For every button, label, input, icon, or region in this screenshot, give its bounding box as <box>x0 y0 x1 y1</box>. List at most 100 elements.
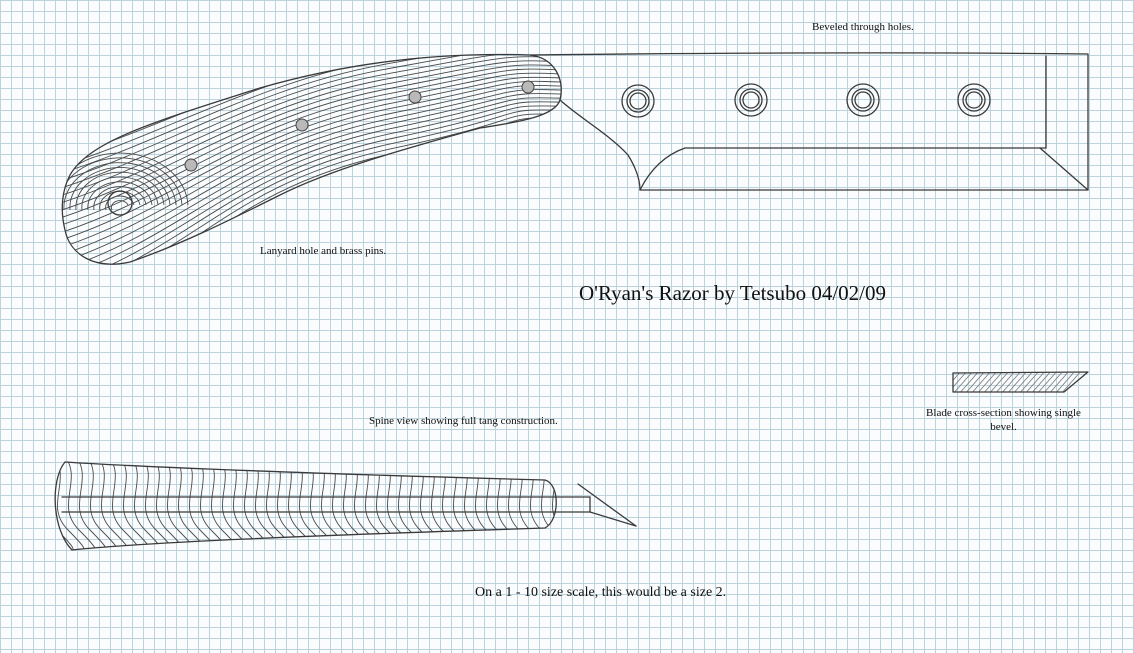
grain-line <box>316 462 349 550</box>
grain-line <box>953 373 969 392</box>
grain-line <box>1059 373 1083 392</box>
grain-line <box>66 101 562 265</box>
grain-line <box>636 455 667 560</box>
grain-line <box>547 462 557 550</box>
grain-line <box>81 176 159 211</box>
grain-line <box>75 171 165 211</box>
grain-line <box>987 373 1011 392</box>
lanyard-annotation: Lanyard hole and brass pins. <box>260 245 387 257</box>
grain-line <box>592 455 623 560</box>
grain-line <box>1005 373 1029 392</box>
grain-line <box>62 152 189 211</box>
through-hole-4-icon <box>957 83 991 117</box>
grain-line <box>559 455 590 560</box>
grain-line <box>62 54 562 193</box>
grain-line <box>79 137 562 265</box>
grain-line <box>96 462 129 550</box>
grain-line <box>272 462 305 550</box>
grain-line <box>162 462 195 550</box>
grain-line <box>993 373 1017 392</box>
grain-line <box>963 373 987 392</box>
grain-line <box>969 373 993 392</box>
grain-line <box>570 455 601 560</box>
grain-line <box>129 462 162 550</box>
blade-side-view <box>529 52 1089 191</box>
grain-line <box>173 462 206 550</box>
grain-line <box>55 462 85 550</box>
grain-line <box>1029 373 1053 392</box>
drawing-title: O'Ryan's Razor by Tetsubo 04/02/09 <box>579 281 887 305</box>
grain-line <box>85 462 118 550</box>
grain-line <box>1017 373 1041 392</box>
brass-pin-3-icon <box>408 90 422 104</box>
grain-line <box>107 462 140 550</box>
grain-line <box>294 462 327 550</box>
grain-line <box>981 373 1005 392</box>
grain-line <box>69 166 171 211</box>
grain-line <box>1096 370 1118 395</box>
grain-line <box>74 462 107 550</box>
grain-line <box>1047 373 1071 392</box>
brass-pins <box>184 80 535 172</box>
grain-line <box>63 93 562 265</box>
grain-line <box>62 54 562 165</box>
grain-line <box>239 462 272 550</box>
beveled-through-holes <box>621 83 991 118</box>
grain-line <box>62 60 562 214</box>
grain-line <box>1083 373 1085 392</box>
brass-pin-4-icon <box>521 80 535 94</box>
handle-wood-grain <box>62 54 562 265</box>
grain-line <box>62 76 562 242</box>
grain-line <box>1090 370 1112 395</box>
grain-line <box>62 64 562 221</box>
grain-line <box>111 200 129 211</box>
grain-line <box>217 462 250 550</box>
grain-line <box>261 462 294 550</box>
grain-line <box>62 72 562 235</box>
grain-line <box>67 105 562 265</box>
grain-line <box>93 186 147 211</box>
grain-line <box>73 121 562 265</box>
grain-line <box>62 54 562 200</box>
grain-line <box>62 54 562 186</box>
grain-line <box>74 125 562 265</box>
size-scale-note: On a 1 - 10 size scale, this would be a … <box>475 585 727 600</box>
grain-line <box>603 455 634 560</box>
grain-line <box>20 455 51 560</box>
handle-side-view <box>61 53 562 265</box>
grain-line <box>87 181 153 211</box>
grain-line <box>1023 373 1047 392</box>
holes-annotation: Beveled through holes. <box>812 21 914 33</box>
brass-pin-2-icon <box>295 118 309 132</box>
grain-line <box>250 462 283 550</box>
grain-line <box>105 195 135 211</box>
grain-line <box>84 152 562 265</box>
grain-line <box>1065 373 1085 392</box>
through-hole-2-icon <box>734 83 768 117</box>
grain-line <box>62 84 562 256</box>
grain-line <box>625 455 656 560</box>
grain-line <box>65 97 562 265</box>
grain-line <box>1041 373 1065 392</box>
grain-line <box>62 56 562 207</box>
grain-line <box>63 162 177 211</box>
grain-line <box>86 156 562 265</box>
grain-line <box>195 462 228 550</box>
lanyard-hole-icon <box>107 190 133 216</box>
grain-line <box>953 373 963 392</box>
grain-line <box>305 462 338 550</box>
blade-cross-section <box>952 370 1118 395</box>
grain-line <box>63 462 96 550</box>
cross-section-annotation: Blade cross-section showing single bevel… <box>926 407 1081 433</box>
through-hole-1-icon <box>621 84 655 118</box>
grain-line <box>151 462 184 550</box>
cross-section-hatching <box>953 370 1118 395</box>
grain-line <box>975 373 999 392</box>
grain-line <box>228 462 261 550</box>
grain-line <box>184 462 217 550</box>
grain-line <box>283 462 316 550</box>
grain-line <box>118 462 151 550</box>
grain-line <box>614 455 645 560</box>
grain-line <box>1011 373 1035 392</box>
